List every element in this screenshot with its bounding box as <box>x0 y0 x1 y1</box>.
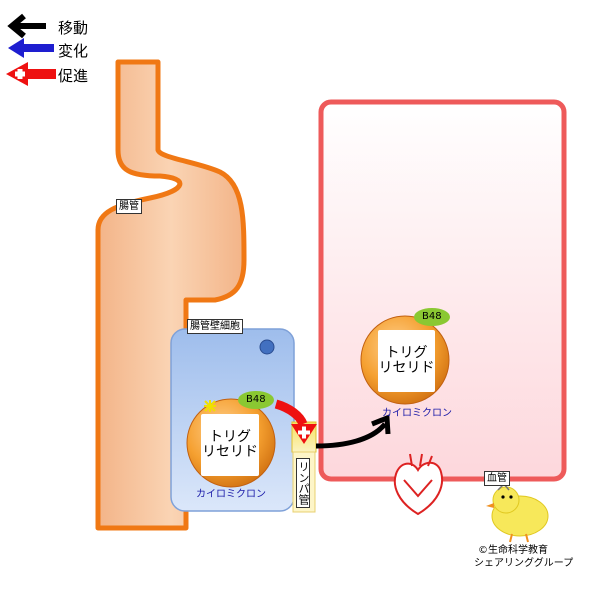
chick-mascot-icon <box>486 482 549 543</box>
spark-icon <box>204 400 216 412</box>
intestine-tube <box>95 59 247 531</box>
credit-line1: ©生命科学教育 <box>478 545 548 556</box>
legend-promote-arrow <box>6 62 56 86</box>
legend-move-arrow <box>7 13 46 39</box>
b48-badge-cell <box>238 391 274 409</box>
cell-nucleus <box>259 339 275 355</box>
b48-label-cell: B48 <box>246 394 266 405</box>
promote-cross-v <box>302 426 306 439</box>
promote-curve-arrow <box>274 399 308 426</box>
legend-change-label: 変化 <box>58 42 89 60</box>
chylomicron-name-blood: カイロミクロン <box>382 408 452 419</box>
triglyceride-box-cell: トリグ リセリド <box>201 414 259 476</box>
chylomicron-name-cell: カイロミクロン <box>196 489 266 500</box>
legend-promote-label: 促進 <box>58 67 89 85</box>
lymph-vessel-label: リンパ管 <box>296 458 310 508</box>
b48-badge-blood <box>414 308 450 326</box>
move-arrow-head <box>371 414 391 435</box>
epithelial-cell-label: 腸管壁細胞 <box>187 319 243 334</box>
intestine-label: 腸管 <box>116 199 142 214</box>
b48-label-blood: B48 <box>422 311 442 322</box>
blood-vessel-label: 血管 <box>484 471 510 486</box>
legend-move-label: 移動 <box>58 19 89 37</box>
legend-change-arrow <box>8 38 54 58</box>
credit-line2: シェアリンググループ <box>474 558 574 569</box>
blood-vessel <box>318 99 567 482</box>
heart-icon <box>393 453 443 516</box>
triglyceride-box-blood: トリグ リセリド <box>378 330 435 392</box>
move-arrow <box>315 422 387 449</box>
